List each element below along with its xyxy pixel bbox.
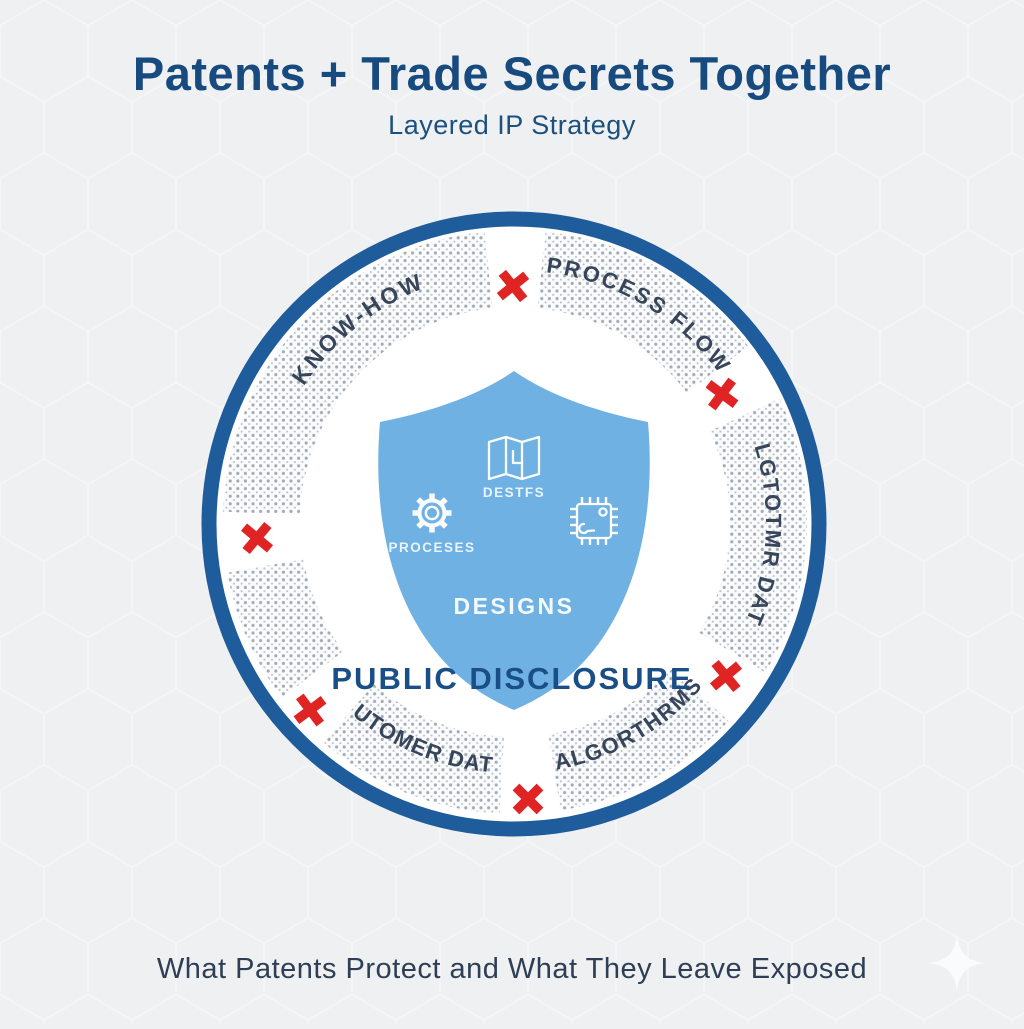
shield-label-designs: DESIGNS	[453, 593, 574, 619]
ring-segment-customer-data	[323, 684, 504, 814]
page-title: Patents + Trade Secrets Together	[133, 47, 891, 100]
shield-shape	[378, 371, 650, 710]
gear-icon	[412, 493, 452, 533]
blueprint-map-icon	[487, 435, 541, 481]
dotted-ring-segments	[223, 231, 807, 814]
shield: DESTFS PROCESES DESIGNS	[378, 371, 650, 710]
ring-segment-right	[699, 398, 807, 673]
shield-label-proceses: PROCESES	[388, 540, 475, 555]
ring-segment-process-flow	[537, 231, 749, 393]
microchip-icon	[570, 497, 618, 545]
footer-caption: What Patents Protect and What They Leave…	[157, 953, 867, 985]
ring-segment-algorithms	[548, 668, 729, 811]
x-mark-icon	[512, 783, 544, 815]
page-subtitle: Layered IP Strategy	[388, 110, 636, 140]
sparkle-icon	[929, 935, 985, 991]
ring-segment-know-how	[223, 231, 493, 515]
shield-label-destfs: DESTFS	[483, 485, 545, 500]
public-disclosure-label: PUBLIC DISCLOSURE	[331, 661, 692, 696]
x-mark-icon	[496, 269, 530, 303]
x-mark-icon	[709, 659, 743, 693]
x-mark-icon	[240, 521, 274, 555]
ring-segment-unlabeled	[227, 559, 344, 698]
x-markers	[240, 269, 743, 815]
x-mark-icon	[293, 693, 327, 727]
x-mark-icon	[705, 377, 739, 411]
